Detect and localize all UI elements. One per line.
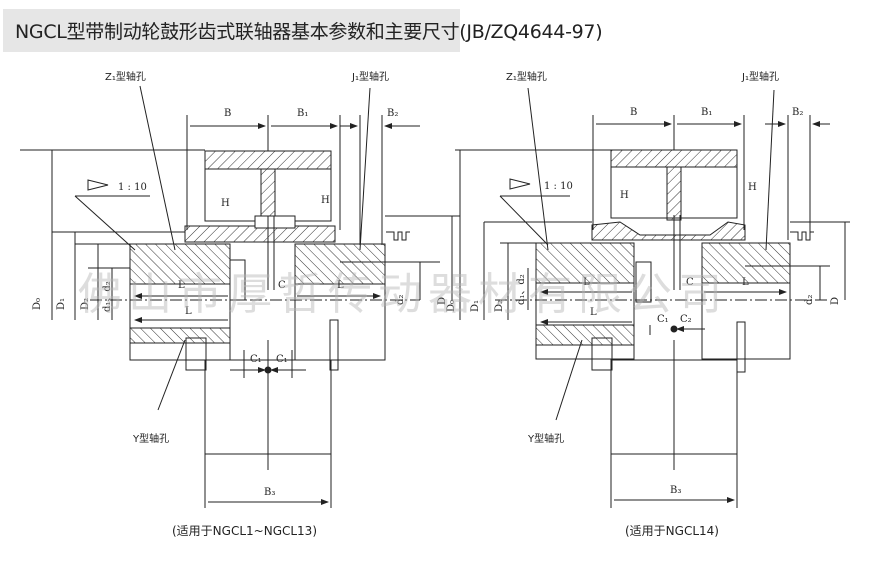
dim-d2-upper: D₂ [80,298,91,310]
drawing-right [455,87,850,508]
dim-d1: D₁ [56,298,67,310]
drawing-left [20,85,460,508]
caption-right: (适用于NGCL14) [625,524,719,538]
dim-h-right: H [321,195,330,206]
dim-l-bottom: L [590,307,597,318]
dim-b1: B₁ [701,107,712,118]
dim-c1-right: C₁ [276,354,288,365]
dim-d1d2: d₁、d₂ [102,281,113,312]
dim-l-bottom: L [185,306,192,317]
labels-left: Z₁型轴孔 J₁型轴孔 Y型轴孔 1 : 10 B B₁ B₂ B₃ H H L… [32,70,448,498]
label-z1-bore: Z₁型轴孔 [105,70,146,83]
dim-d2: d₂ [395,295,406,305]
dim-h-left: H [221,198,230,209]
hub-left [535,242,635,360]
label-j1-bore: J₁型轴孔 [741,70,779,83]
dim-c1-left: C₁ [250,354,262,365]
hub-right [701,242,791,360]
label-taper: 1 : 10 [118,182,147,193]
dim-b2: B₂ [387,108,398,119]
dim-h-left: H [620,190,629,201]
dim-c: C [686,277,694,288]
label-j1-bore: J₁型轴孔 [351,70,389,83]
dim-d0: D₀ [32,298,43,310]
dim-l-right: L [337,280,344,291]
dim-h-right: H [748,182,757,193]
dim-d1: D₁ [470,300,481,312]
hub-left [129,243,231,361]
dim-b: B [630,107,637,118]
label-z1-bore: Z₁型轴孔 [506,70,547,83]
dim-D: D [437,297,448,305]
dim-b: B [224,108,231,119]
label-y-bore: Y型轴孔 [527,432,564,445]
hub-right [294,243,386,361]
dim-D: D [830,297,841,305]
title-bar: NGCL型带制动轮鼓形齿式联轴器基本参数和主要尺寸(JB/ZQ4644-97) [3,9,603,52]
dim-b1: B₁ [297,108,308,119]
brake-drum [610,149,738,221]
dim-l-top: L [178,280,185,291]
page-title: NGCL型带制动轮鼓形齿式联轴器基本参数和主要尺寸(JB/ZQ4644-97) [15,21,603,43]
dim-b3: B₃ [264,487,275,498]
dim-l-top: L [583,277,590,288]
dim-c1: C₁ [657,314,669,325]
dim-l-right: L [742,277,749,288]
dim-b2: B₂ [792,107,803,118]
label-taper: 1 : 10 [544,181,573,192]
dim-c2: C₂ [680,314,692,325]
brake-drum [204,150,332,222]
dim-d0: D₀ [446,300,457,312]
dim-d2-upper: D₂ [494,300,505,312]
label-y-bore: Y型轴孔 [132,432,169,445]
dim-d2: d₂ [804,295,815,305]
dim-b3: B₃ [670,485,681,496]
caption-left: (适用于NGCL1~NGCL13) [172,524,318,538]
dim-d1d2: d₁、d₂ [516,274,527,305]
labels-right: Z₁型轴孔 J₁型轴孔 Y型轴孔 1 : 10 B B₁ B₂ B₃ H H L… [446,70,841,496]
dim-c: C [278,280,286,291]
